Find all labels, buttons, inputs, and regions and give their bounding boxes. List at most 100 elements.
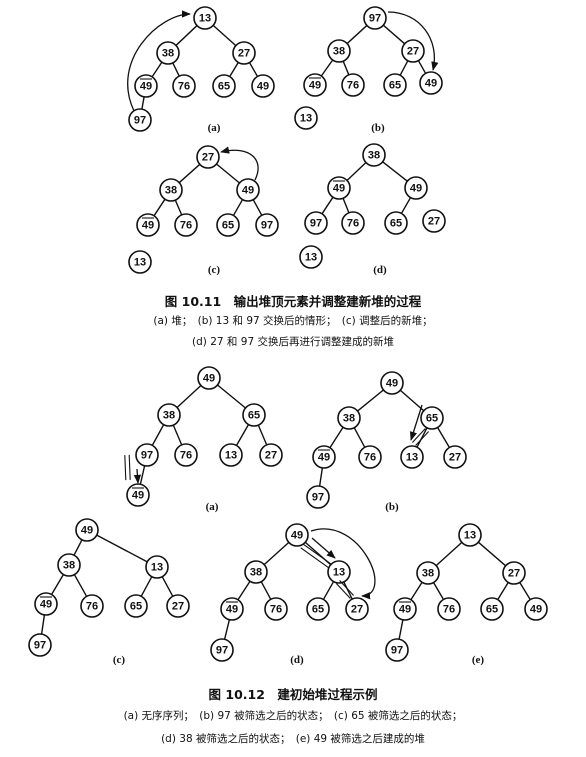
node-circle [157, 403, 181, 427]
panel-label: (e) [472, 654, 485, 666]
tree-edge [399, 389, 425, 412]
node-circle [383, 73, 407, 97]
heap-node: 13 [327, 560, 351, 584]
node-circle [216, 213, 240, 237]
node-value: 49 [257, 81, 269, 93]
node-circle [255, 213, 279, 237]
node-value: 97 [312, 492, 324, 504]
heap-node: 13 [294, 106, 318, 130]
node-circle [135, 443, 159, 467]
heap-node: 27 [196, 145, 220, 169]
tree-edge [141, 96, 145, 110]
heap-node: 49 [136, 213, 160, 237]
node-circle [337, 406, 361, 430]
heap-node: 49 [220, 597, 244, 621]
heap-node: 27 [401, 39, 425, 63]
tree-edge [151, 424, 165, 446]
heap-node: 76 [341, 211, 365, 235]
node-circle [128, 250, 152, 274]
figure-1-caption-line-1: (a) 堆； (b) 13 和 97 交换后的情形； (c) 调整后的新堆； [153, 315, 433, 327]
sift-path-line [411, 428, 426, 443]
node-circle [480, 597, 504, 621]
heap-node: 65 [480, 597, 504, 621]
heap-node: 97 [210, 638, 234, 662]
heap-node: 49 [75, 518, 99, 542]
tree-edge [176, 384, 202, 409]
tree-edge [73, 574, 88, 597]
tree-edge [235, 424, 250, 446]
node-circle [312, 445, 336, 469]
heap-node: 49 [327, 176, 351, 200]
tree-edge [161, 576, 174, 597]
heap-node: 65 [124, 594, 148, 618]
node-circle [134, 74, 158, 98]
tree-edge [252, 199, 263, 216]
tree-edge [151, 61, 163, 78]
node-circle [259, 443, 283, 467]
heap-node: 38 [337, 406, 361, 430]
node-value: 13 [406, 452, 418, 464]
tree-edge [178, 163, 201, 184]
node-value: 65 [486, 604, 498, 616]
node-circle [57, 553, 81, 577]
heap-node: 76 [174, 443, 198, 467]
tree-edge [139, 465, 146, 485]
node-value: 97 [261, 220, 273, 232]
heap-node: 49 [404, 176, 428, 200]
node-circle [124, 594, 148, 618]
tree-edge [417, 60, 427, 74]
node-circle [244, 560, 268, 584]
swap-arrow [311, 537, 336, 559]
tree-edge [237, 580, 251, 601]
sift-path-line [302, 543, 332, 565]
node-circle [212, 74, 236, 98]
tree-edge [400, 197, 412, 214]
node-value: 97 [369, 13, 381, 25]
node-value: 49 [530, 604, 542, 616]
tree-edge [216, 163, 240, 184]
node-circle [34, 592, 58, 616]
heap-node: 38 [416, 561, 440, 585]
node-circle [358, 445, 382, 469]
tree-edge [263, 541, 290, 566]
node-value: 13 [300, 113, 312, 125]
node-circle [345, 597, 369, 621]
tree-edge [212, 24, 237, 47]
node-circle [341, 211, 365, 235]
node-circle [294, 106, 318, 130]
panel-label: (b) [371, 122, 385, 134]
tree-edge [329, 426, 344, 449]
heap-node: 65 [212, 74, 236, 98]
node-value: 97 [310, 218, 322, 230]
node-value: 27 [172, 601, 184, 613]
node-value: 27 [351, 604, 363, 616]
node-value: 97 [141, 450, 153, 462]
sift-path-line [128, 454, 131, 480]
node-circle [174, 213, 198, 237]
node-circle [264, 597, 288, 621]
node-value: 27 [265, 450, 277, 462]
heap-node: 38 [57, 553, 81, 577]
heap-node: 13 [299, 245, 323, 269]
heap-node: 49 [524, 597, 548, 621]
heap-node: 27 [502, 561, 526, 585]
tree-edge [321, 196, 334, 215]
tree-edge [342, 197, 350, 214]
node-value: 76 [270, 604, 282, 616]
node-circle [299, 245, 323, 269]
node-circle [341, 73, 365, 97]
heap-node: 65 [383, 73, 407, 97]
tree-edge [343, 581, 353, 600]
node-circle [128, 108, 152, 132]
node-circle [210, 638, 234, 662]
heap-node: 97 [385, 638, 409, 662]
sift-path-line [415, 431, 430, 446]
node-value: 49 [40, 599, 52, 611]
node-value: 97 [216, 645, 228, 657]
node-value: 38 [63, 560, 75, 572]
node-value: 76 [178, 81, 190, 93]
tree-edge [497, 582, 509, 600]
